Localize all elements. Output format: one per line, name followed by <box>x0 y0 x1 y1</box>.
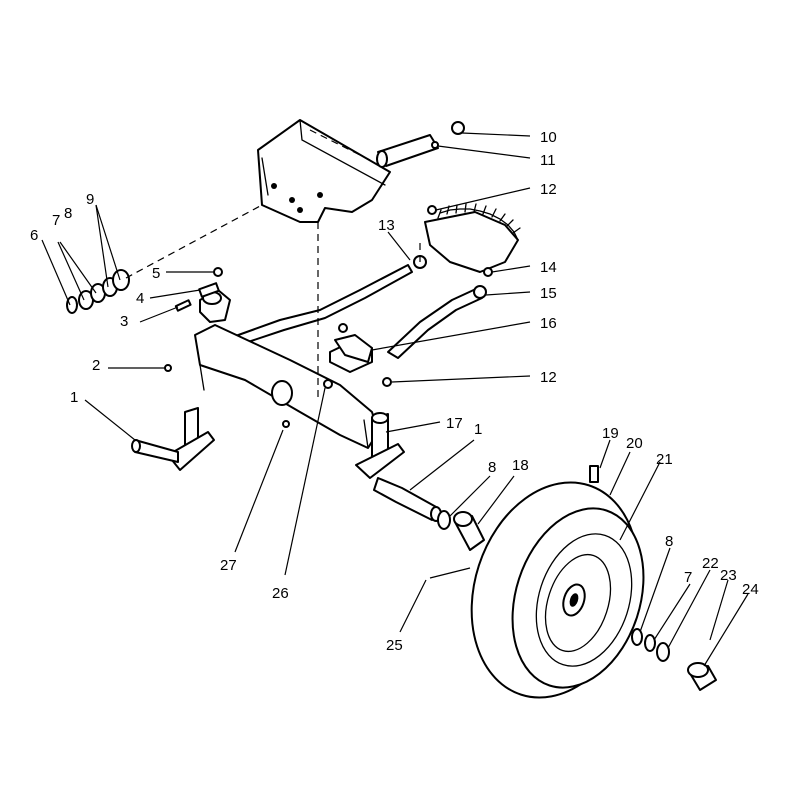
callout-6: 6 <box>30 227 38 244</box>
callout-18: 18 <box>512 457 529 474</box>
callout-12-bottom: 12 <box>540 369 557 386</box>
callout-4: 4 <box>136 290 144 307</box>
assembly-lines <box>125 204 421 400</box>
washer-stack <box>66 269 130 314</box>
callout-13: 13 <box>378 217 395 234</box>
left-spindle <box>131 407 215 471</box>
callout-20: 20 <box>626 435 643 452</box>
callout-1-right: 1 <box>474 421 482 438</box>
callout-8-right: 8 <box>665 533 673 550</box>
leader-lines <box>41 132 749 667</box>
steering-sector-gear <box>424 203 521 277</box>
bushings <box>437 465 717 691</box>
callout-8-left: 8 <box>64 205 72 222</box>
callout-2: 2 <box>92 357 100 374</box>
drag-link <box>226 255 427 348</box>
callout-14: 14 <box>540 259 557 276</box>
callout-12-top: 12 <box>540 181 557 198</box>
steering-arm <box>334 323 373 363</box>
pivot-pin <box>376 121 465 168</box>
callout-labels: 10 11 12 13 14 15 16 12 6 7 8 9 5 4 3 2 … <box>30 129 759 654</box>
callout-9: 9 <box>86 191 94 208</box>
callout-10: 10 <box>540 129 557 146</box>
callout-3: 3 <box>120 313 128 330</box>
wheel-assembly <box>470 481 645 699</box>
callout-19: 19 <box>602 425 619 442</box>
callout-21: 21 <box>656 451 673 468</box>
frame-bracket <box>257 119 391 223</box>
callout-24: 24 <box>742 581 759 598</box>
callout-5: 5 <box>152 265 160 282</box>
callout-11: 11 <box>540 152 556 169</box>
callout-27: 27 <box>220 557 237 574</box>
callout-22: 22 <box>702 555 719 572</box>
callout-26: 26 <box>272 585 289 602</box>
callout-1-left: 1 <box>70 389 78 406</box>
callout-7-right: 7 <box>684 569 692 586</box>
callout-23: 23 <box>720 567 737 584</box>
callout-15: 15 <box>540 285 557 302</box>
tie-rod <box>387 285 487 359</box>
callout-7-left: 7 <box>52 212 60 229</box>
callout-16: 16 <box>540 315 557 332</box>
callout-25: 25 <box>386 637 403 654</box>
small-hardware <box>164 267 392 428</box>
callout-8-mid: 8 <box>488 459 496 476</box>
right-spindle <box>355 412 442 522</box>
callout-17: 17 <box>446 415 463 432</box>
